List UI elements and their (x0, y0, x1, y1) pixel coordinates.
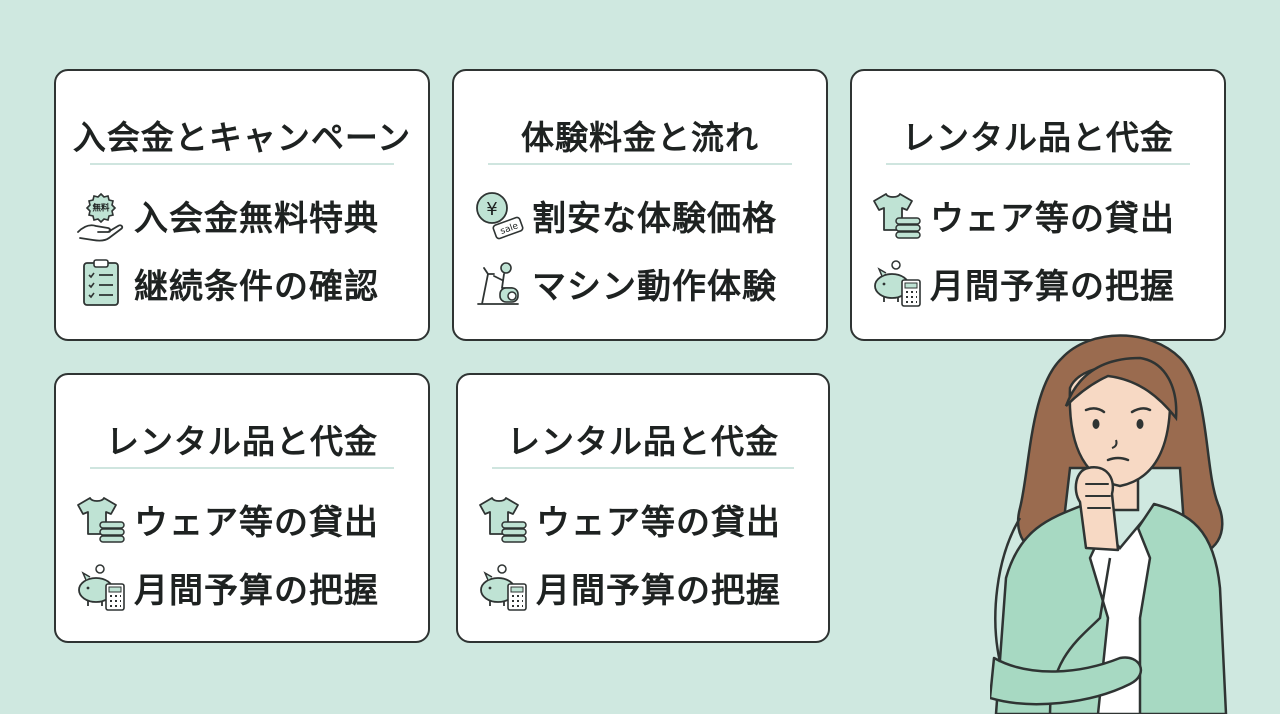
card-title: レンタル品と代金 (902, 118, 1174, 157)
item-label: 継続条件の確認 (134, 266, 379, 307)
divider (492, 467, 794, 469)
card-rental-items: レンタル品と代金 ウェア等の貸出 月間予算の把握 (54, 373, 430, 643)
item-label: ウェア等の貸出 (134, 502, 379, 543)
item-label: 月間予算の把握 (134, 570, 379, 611)
shirt-towel-icon (870, 188, 924, 242)
list-item: ウェア等の貸出 (870, 187, 1175, 243)
card-title: レンタル品と代金 (106, 422, 378, 461)
list-item: 月間予算の把握 (476, 559, 781, 615)
list-item: マシン動作体験 (472, 255, 777, 311)
list-item: 月間予算の把握 (74, 559, 379, 615)
divider (488, 163, 792, 165)
thinking-woman-illustration (990, 318, 1280, 714)
list-item: 継続条件の確認 (74, 255, 379, 311)
card-title: レンタル品と代金 (507, 422, 779, 461)
divider (886, 163, 1190, 165)
list-item: 割安な体験価格 (472, 187, 777, 243)
item-label: ウェア等の貸出 (536, 502, 781, 543)
item-label: マシン動作体験 (532, 266, 777, 307)
card-rental-items: レンタル品と代金 ウェア等の貸出 月間予算の把握 (850, 69, 1226, 341)
list-item: ウェア等の貸出 (476, 491, 781, 547)
yen-sale-tag-icon (472, 188, 526, 242)
list-item: ウェア等の貸出 (74, 491, 379, 547)
item-label: ウェア等の貸出 (930, 198, 1175, 239)
shirt-towel-icon (74, 492, 128, 546)
hand-free-badge-icon (74, 188, 128, 242)
piggy-bank-calculator-icon (476, 560, 530, 614)
card-membership-fee: 入会金とキャンペーン 入会金無料特典 継続条件の確認 (54, 69, 430, 341)
shirt-towel-icon (476, 492, 530, 546)
divider (90, 163, 394, 165)
divider (90, 467, 394, 469)
piggy-bank-calculator-icon (870, 256, 924, 310)
checklist-clipboard-icon (74, 256, 128, 310)
item-label: 月間予算の把握 (930, 266, 1175, 307)
list-item: 入会金無料特典 (74, 187, 379, 243)
piggy-bank-calculator-icon (74, 560, 128, 614)
item-label: 月間予算の把握 (536, 570, 781, 611)
list-item: 月間予算の把握 (870, 255, 1175, 311)
card-title: 体験料金と流れ (521, 118, 759, 157)
item-label: 入会金無料特典 (134, 198, 379, 239)
item-label: 割安な体験価格 (532, 198, 777, 239)
card-trial-fee: 体験料金と流れ 割安な体験価格 マシン動作体験 (452, 69, 828, 341)
card-rental-items: レンタル品と代金 ウェア等の貸出 月間予算の把握 (456, 373, 830, 643)
card-title: 入会金とキャンペーン (72, 118, 412, 157)
exercise-machine-icon (472, 256, 526, 310)
